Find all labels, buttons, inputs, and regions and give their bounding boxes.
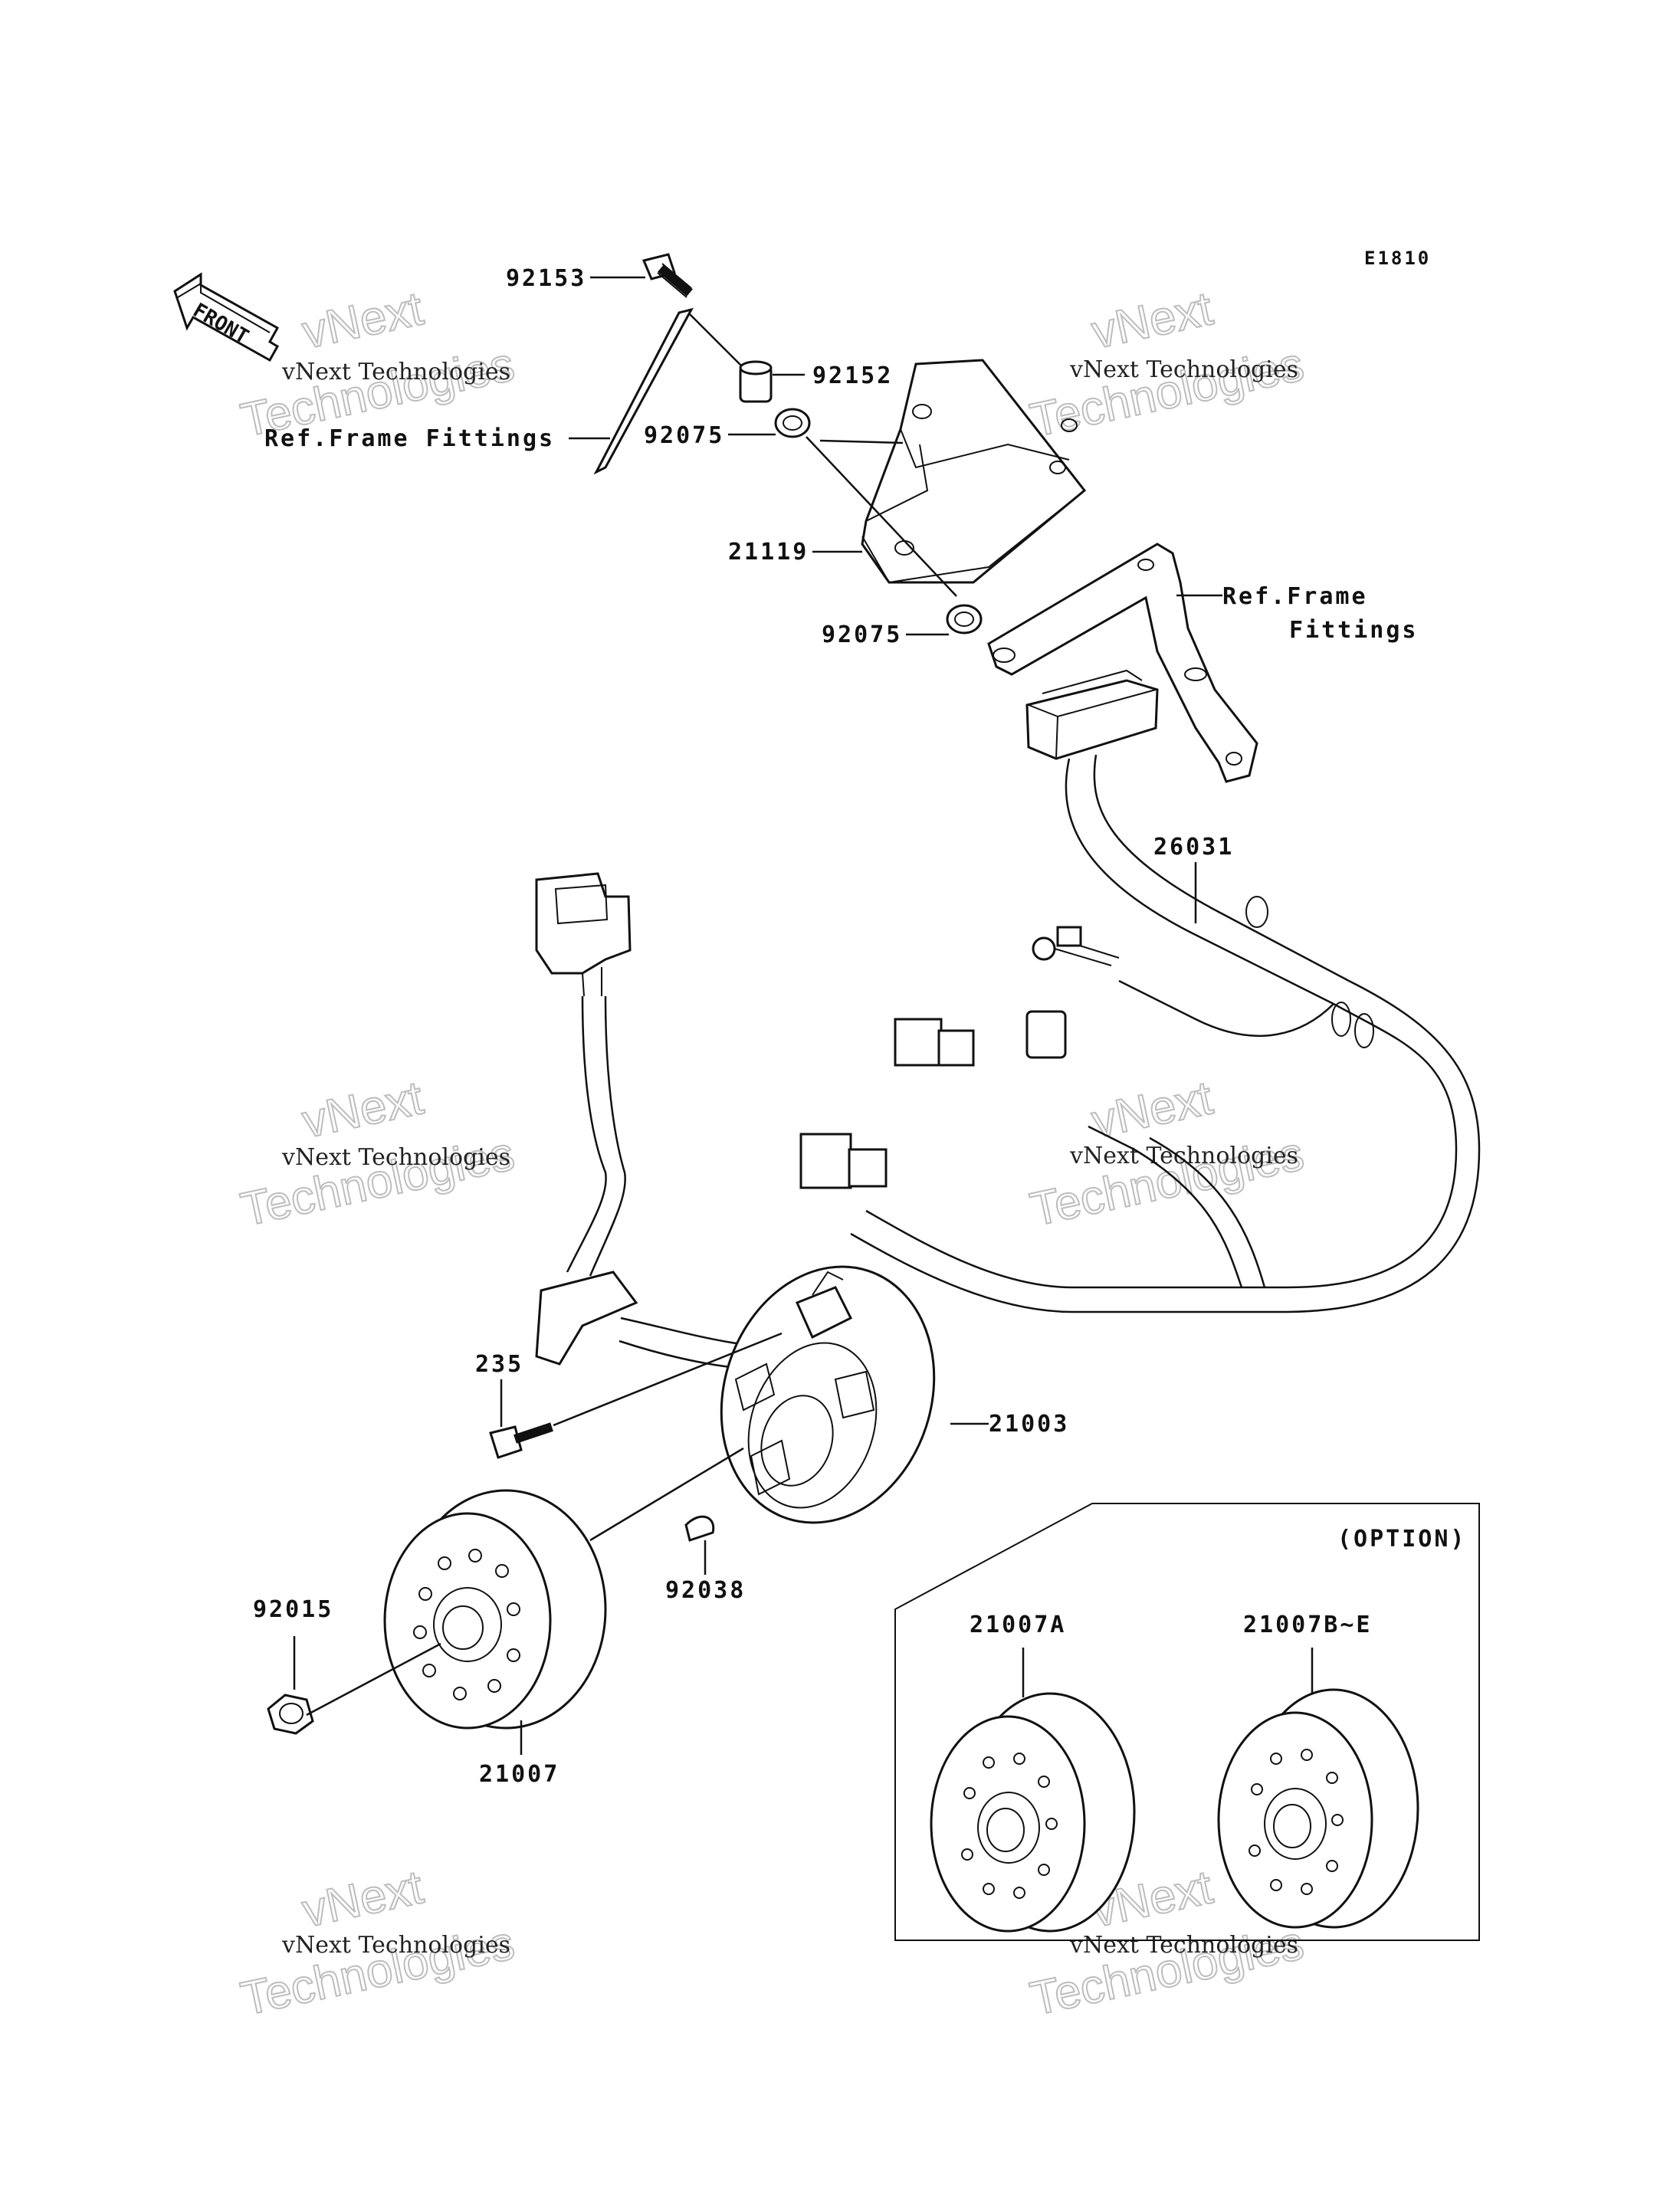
part-label-21007A: 21007A xyxy=(970,1612,1066,1638)
part-label-26031: 26031 xyxy=(1153,834,1234,861)
wiring-harness-26031 xyxy=(799,669,1481,1313)
mounting-bracket xyxy=(987,543,1258,783)
svg-text:vNext Technologies: vNext Technologies xyxy=(1069,356,1298,383)
svg-text:vNext: vNext xyxy=(298,1861,428,1937)
part-label-21007: 21007 xyxy=(479,1761,559,1788)
option-label: (OPTION) xyxy=(1337,1526,1467,1553)
ref-frame-fittings-left: Ref.Frame Fittings xyxy=(264,425,555,452)
cdi-unit-21119 xyxy=(861,359,1087,584)
watermark-bottom-right: vNext Technologies vNext Technologies xyxy=(1025,1860,1309,2026)
svg-text:vNext: vNext xyxy=(298,282,428,359)
part-label-92015: 92015 xyxy=(253,1596,333,1623)
bolt-235 xyxy=(489,1422,553,1459)
svg-text:vNext Technologies: vNext Technologies xyxy=(1069,1143,1298,1169)
front-arrow-icon: FRONT xyxy=(173,272,280,362)
pickup-coupler xyxy=(535,872,638,1366)
svg-text:vNext Technologies: vNext Technologies xyxy=(281,359,510,385)
flywheel-21007 xyxy=(383,1489,607,1730)
watermark-mid-right: vNext Technologies vNext Technologies xyxy=(1025,1071,1309,1237)
part-label-92038: 92038 xyxy=(665,1577,746,1604)
part-label-92075-upper: 92075 xyxy=(644,422,724,449)
ref-frame-fittings-right-line1: Ref.Frame xyxy=(1222,583,1368,610)
part-label-92153: 92153 xyxy=(506,265,586,292)
ref-frame-fittings-right-line2: Fittings xyxy=(1289,617,1419,644)
collar-92152 xyxy=(739,360,773,403)
part-label-21003: 21003 xyxy=(989,1411,1069,1438)
flywheel-21007A xyxy=(930,1692,1136,1933)
svg-text:vNext: vNext xyxy=(1088,1071,1217,1148)
nut-92015 xyxy=(267,1694,314,1735)
bolt-92153 xyxy=(641,253,693,298)
tie-strap xyxy=(593,307,694,475)
svg-text:vNext Technologies: vNext Technologies xyxy=(281,1932,510,1959)
watermark-mid-left: vNext Technologies vNext Technologies xyxy=(236,1071,520,1237)
part-label-92152: 92152 xyxy=(812,362,893,389)
svg-text:vNext Technologies: vNext Technologies xyxy=(281,1144,510,1171)
svg-text:vNext: vNext xyxy=(298,1071,428,1148)
option-box xyxy=(894,1503,1480,1941)
watermark-top-right: vNext Technologies vNext Technologies xyxy=(1025,281,1309,448)
svg-text:vNext Technologies: vNext Technologies xyxy=(1069,1932,1298,1959)
part-label-21007B-E: 21007B~E xyxy=(1243,1612,1373,1638)
woodruff-key-92038 xyxy=(684,1515,715,1542)
grommet-92075-lower xyxy=(946,604,983,635)
watermark-bottom-left: vNext Technologies vNext Technologies xyxy=(236,1860,520,2026)
grommet-92075-upper xyxy=(774,408,811,438)
diagram-code: E1810 xyxy=(1364,248,1431,269)
part-label-235: 235 xyxy=(475,1351,523,1378)
part-label-21119: 21119 xyxy=(728,539,809,566)
watermark-top-left: vNext Technologies vNext Technologies xyxy=(236,281,520,448)
flywheel-21007B-E xyxy=(1217,1688,1419,1929)
svg-text:vNext: vNext xyxy=(1088,282,1217,359)
part-label-92075-lower: 92075 xyxy=(822,621,902,648)
stator-21003 xyxy=(720,1265,936,1524)
